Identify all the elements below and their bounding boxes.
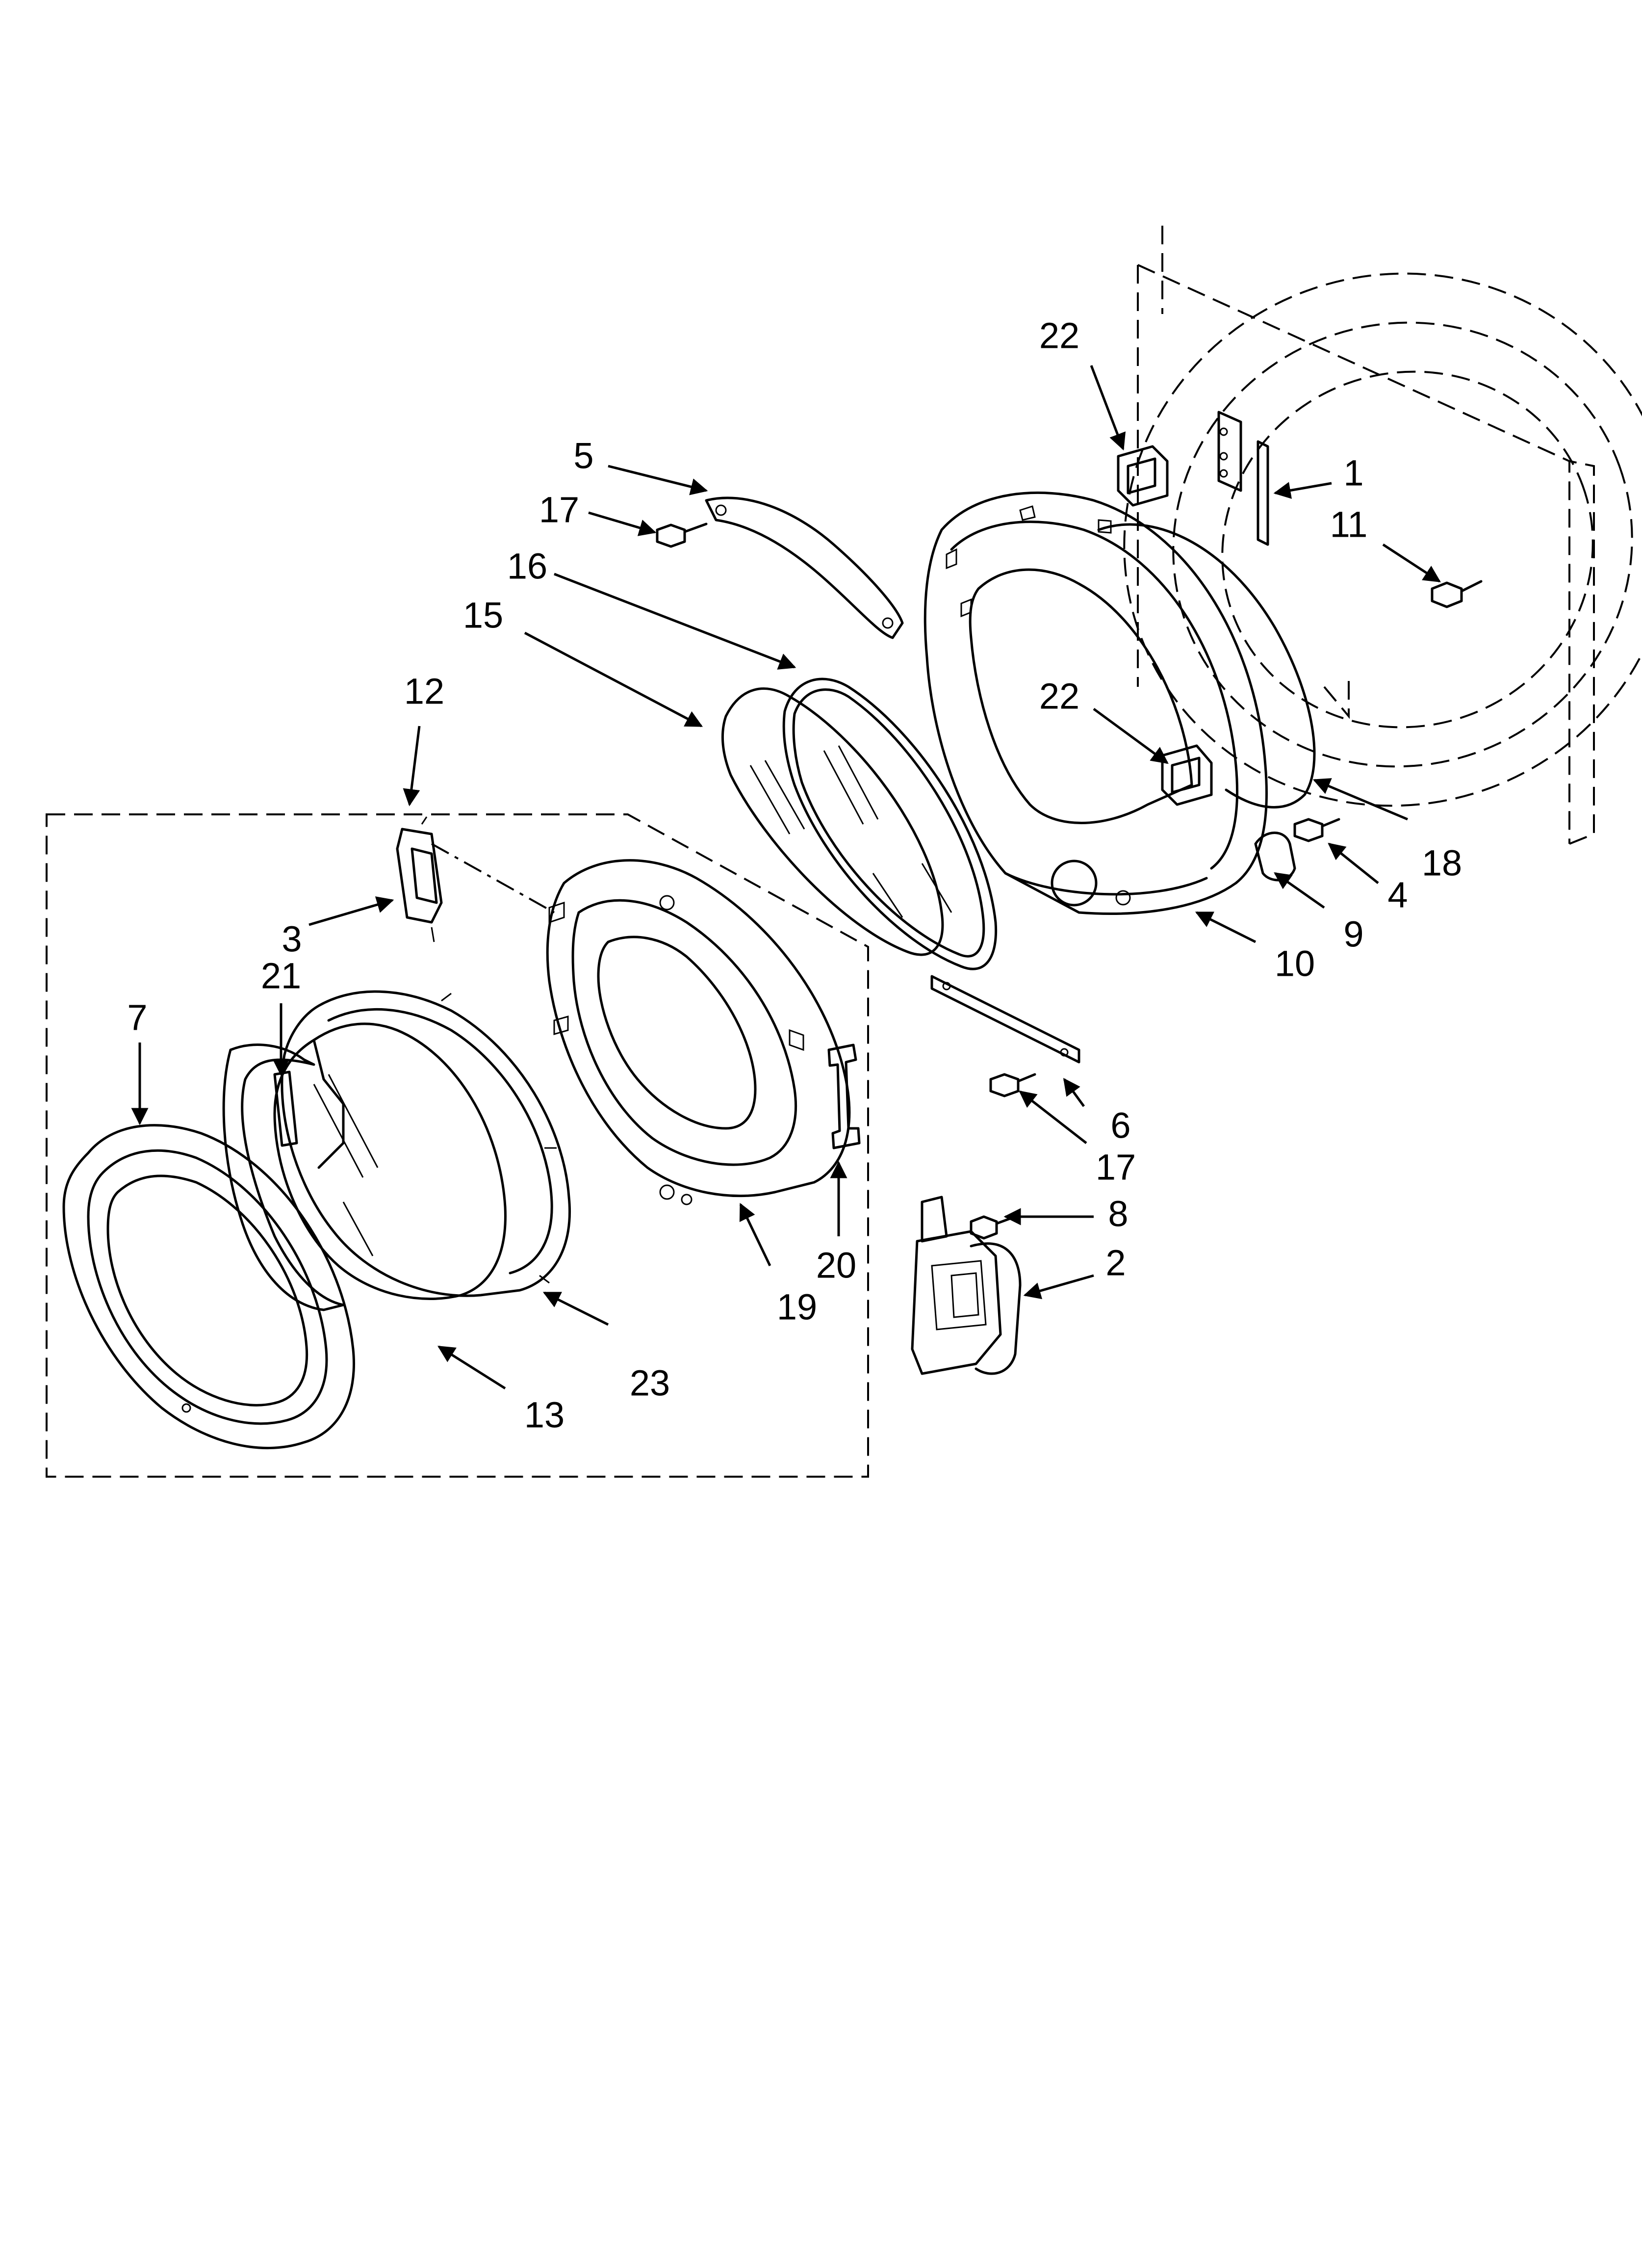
part-8-screw xyxy=(970,1215,1017,1240)
callout-10: 10 xyxy=(1275,943,1315,984)
callout-11: 11 xyxy=(1330,504,1368,545)
part-11-screw xyxy=(1431,580,1483,608)
callout-5: 5 xyxy=(573,436,593,476)
callout-22-lower: 22 xyxy=(1039,676,1079,717)
part-15-inner-glass xyxy=(721,687,944,956)
callout-2: 2 xyxy=(1105,1243,1126,1283)
callout-labels: 1 2 3 4 5 6 7 8 9 10 11 12 13 15 16 17 1… xyxy=(127,315,1462,1435)
part-10-door-frame xyxy=(924,491,1268,915)
part-16-glass-gasket xyxy=(782,678,998,970)
callout-3: 3 xyxy=(282,919,302,960)
callout-17-lower: 17 xyxy=(1096,1147,1136,1188)
callout-4: 4 xyxy=(1387,875,1408,915)
callout-23: 23 xyxy=(630,1363,670,1404)
part-2-door-latch xyxy=(911,1196,1022,1375)
callout-13: 13 xyxy=(524,1395,564,1435)
part-19-inner-door xyxy=(546,859,851,1205)
part-6-hinge-plate xyxy=(930,975,1080,1064)
part-17-screw-lower xyxy=(989,1073,1036,1097)
part-22-lower-block xyxy=(1161,744,1213,806)
callout-9: 9 xyxy=(1343,914,1363,955)
callout-16: 16 xyxy=(507,546,547,587)
part-3-door-hinge xyxy=(396,816,443,942)
callout-12: 12 xyxy=(404,671,444,712)
callout-15: 15 xyxy=(463,595,503,636)
callout-21: 21 xyxy=(261,956,301,996)
part-17-screw-upper xyxy=(656,522,708,548)
part-13-door-trim xyxy=(273,1022,507,1300)
callout-20: 20 xyxy=(816,1245,856,1286)
part-12-door-kit-boundary xyxy=(46,813,869,1478)
callout-17-upper: 17 xyxy=(539,490,579,530)
part-7-outer-door xyxy=(62,1124,355,1450)
part-4-screw xyxy=(1293,818,1340,842)
cabinet-front-outline xyxy=(1123,226,1642,845)
part-22-upper-block xyxy=(1117,445,1169,507)
callout-19: 19 xyxy=(777,1287,817,1328)
part-20-bracket xyxy=(827,1043,861,1149)
callout-8: 8 xyxy=(1108,1194,1128,1234)
part-5-hinge-bracket xyxy=(705,496,904,639)
part-9-clip xyxy=(1254,832,1296,882)
part-23-door-liner xyxy=(281,990,571,1297)
callout-6: 6 xyxy=(1110,1105,1130,1146)
leader-lines xyxy=(131,365,1441,1390)
callout-18: 18 xyxy=(1422,843,1462,884)
callout-22-upper: 22 xyxy=(1039,315,1079,356)
part-1-latch-plate xyxy=(1217,411,1269,546)
callout-1: 1 xyxy=(1343,453,1363,494)
part-18-gasket xyxy=(1097,523,1316,808)
callout-7: 7 xyxy=(127,997,147,1038)
